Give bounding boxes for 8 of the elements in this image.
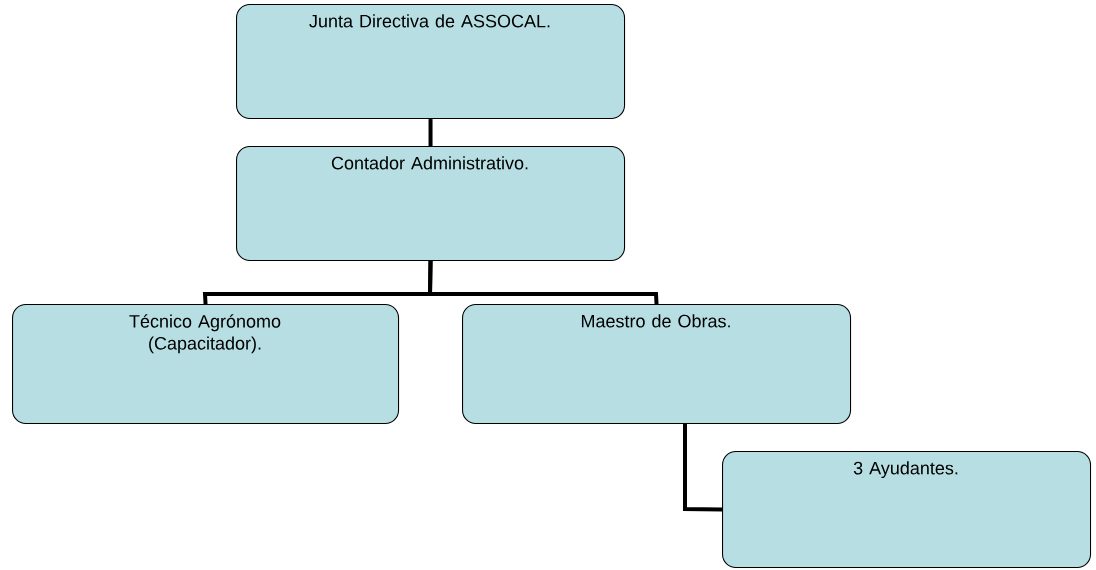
org-box: Junta Directiva de ASSOCAL. [236, 4, 626, 120]
connector-line [428, 119, 433, 146]
org-box: 3 Ayudantes. [722, 451, 1092, 569]
org-box: Maestro de Obras. [462, 304, 852, 424]
connector-line [683, 423, 723, 512]
org-box: Contador Administrativo. [236, 146, 626, 262]
connector-line [427, 261, 659, 305]
org-box: Técnico Agrónomo (Capacitador). [12, 304, 400, 424]
